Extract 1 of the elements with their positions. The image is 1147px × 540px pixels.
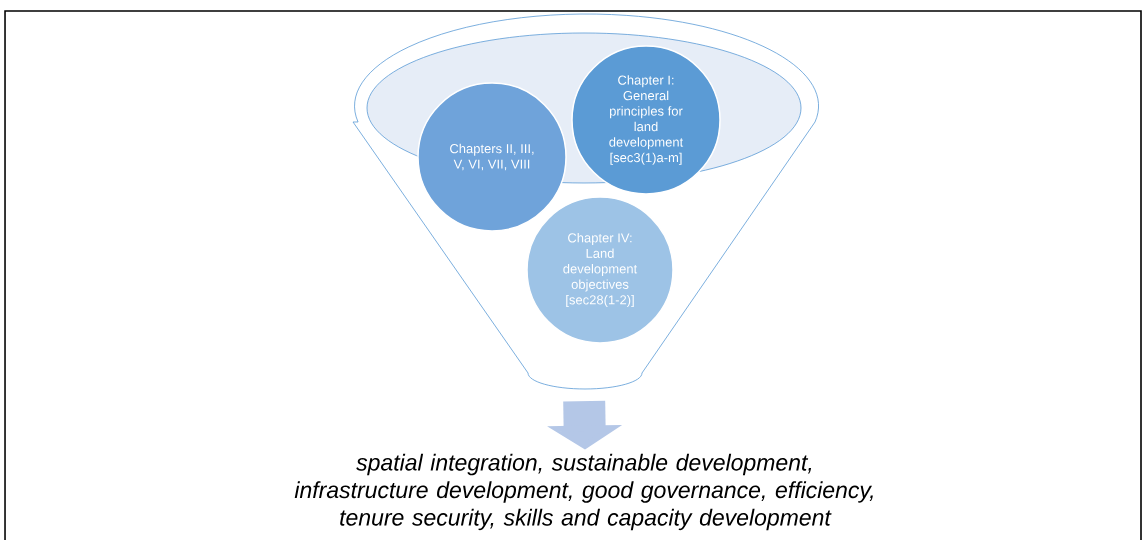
outcome-text: spatial integration, sustainable development, infrastructure development, good governance, efficiency, tenure security, skills and capacity development — [294, 453, 873, 531]
